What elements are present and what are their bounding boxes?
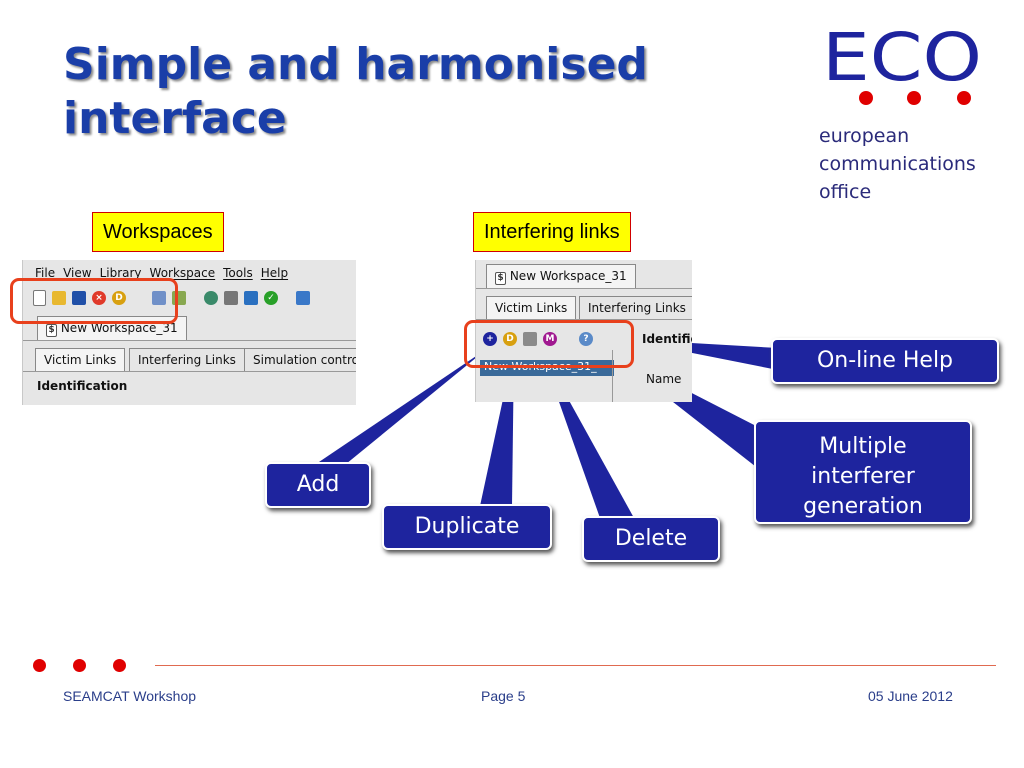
logo-line-3: office bbox=[819, 181, 872, 203]
tab-workspace[interactable]: $ New Workspace_31 bbox=[37, 316, 187, 341]
tab-interfering-links-right[interactable]: Interfering Links bbox=[579, 296, 692, 319]
tab-simulation-control[interactable]: Simulation contro bbox=[244, 348, 356, 371]
workspace-tab-label: New Workspace_31 bbox=[60, 321, 178, 335]
menu-file[interactable]: File bbox=[35, 266, 56, 280]
interfering-links-screenshot: $ New Workspace_31 Victim Links Interfer… bbox=[475, 260, 692, 402]
workspace-doc-icon: $ bbox=[495, 271, 506, 285]
links-toolbar: + D M ? bbox=[483, 332, 593, 346]
title-line-1: Simple and harmonised bbox=[63, 39, 648, 90]
multiple-interferer-icon[interactable]: M bbox=[543, 332, 557, 346]
tab-interfering-links[interactable]: Interfering Links bbox=[129, 348, 245, 371]
help-icon[interactable]: ? bbox=[579, 332, 593, 346]
new-icon[interactable] bbox=[33, 290, 46, 306]
trash-icon[interactable] bbox=[224, 291, 238, 305]
menu-view[interactable]: View bbox=[63, 266, 92, 280]
menu-help[interactable]: Help bbox=[260, 266, 289, 280]
tab-victim-links-right[interactable]: Victim Links bbox=[486, 296, 577, 319]
identification-heading: Identification bbox=[37, 379, 128, 393]
footer-date: 05 June 2012 bbox=[868, 688, 953, 704]
footer-page-number: Page 5 bbox=[481, 688, 526, 704]
identification-heading-right: Identific bbox=[642, 332, 692, 346]
menu-library[interactable]: Library bbox=[99, 266, 142, 280]
title-line-2: interface bbox=[63, 93, 287, 144]
footer-divider bbox=[155, 665, 996, 666]
save-icon[interactable] bbox=[72, 291, 86, 305]
logo-line-2: communications bbox=[819, 153, 976, 175]
highlight-toolbar-links bbox=[464, 320, 634, 368]
online-help-callout: On-line Help bbox=[771, 338, 999, 384]
duplicate-callout: Duplicate bbox=[382, 504, 552, 550]
run-icon[interactable] bbox=[204, 291, 218, 305]
library-icon[interactable] bbox=[296, 291, 310, 305]
menu-bar: File View Library Workspace Tools Help bbox=[35, 266, 296, 280]
duplicate-icon[interactable]: D bbox=[112, 291, 126, 305]
multiple-line-1: Multiple bbox=[819, 434, 907, 459]
add-pointer bbox=[316, 348, 488, 464]
check-icon[interactable]: ✓ bbox=[264, 291, 278, 305]
eco-logo: ECO bbox=[822, 22, 982, 105]
delete-callout: Delete bbox=[582, 516, 720, 562]
highlight-toolbar-workspaces bbox=[10, 278, 178, 324]
edit-icon[interactable] bbox=[244, 291, 258, 305]
workspace-tab-label: New Workspace_31 bbox=[509, 269, 627, 283]
workspaces-label: Workspaces bbox=[92, 212, 224, 252]
duplicate-icon[interactable]: D bbox=[503, 332, 517, 346]
multiple-line-2: interferer bbox=[811, 464, 915, 489]
workspace-doc-icon: $ bbox=[46, 323, 57, 337]
slide-title: Simple and harmonised interface bbox=[63, 38, 783, 146]
close-icon[interactable]: × bbox=[92, 291, 106, 305]
name-field-label: Name bbox=[646, 372, 682, 386]
footer-dot-1 bbox=[33, 659, 46, 672]
footer-event: SEAMCAT Workshop bbox=[63, 688, 197, 704]
import-icon[interactable] bbox=[152, 291, 166, 305]
add-callout: Add bbox=[265, 462, 371, 508]
eco-logo-mark: ECO bbox=[822, 22, 982, 96]
footer-dot-3 bbox=[113, 659, 126, 672]
main-toolbar: × D ✓ bbox=[33, 290, 310, 306]
tab-workspace-right[interactable]: $ New Workspace_31 bbox=[486, 264, 636, 289]
multiple-interferer-callout: Multiple interferer generation bbox=[754, 420, 972, 524]
eco-logo-text: european communications office bbox=[819, 122, 976, 206]
footer-dot-2 bbox=[73, 659, 86, 672]
open-folder-icon[interactable] bbox=[52, 291, 66, 305]
interfering-links-label: Interfering links bbox=[473, 212, 631, 252]
add-icon[interactable]: + bbox=[483, 332, 497, 346]
tab-victim-links[interactable]: Victim Links bbox=[35, 348, 126, 371]
menu-workspace[interactable]: Workspace bbox=[149, 266, 216, 280]
delete-icon[interactable] bbox=[523, 332, 537, 346]
multiple-line-3: generation bbox=[803, 494, 923, 519]
menu-tools[interactable]: Tools bbox=[223, 266, 253, 280]
logo-line-1: european bbox=[819, 125, 910, 147]
